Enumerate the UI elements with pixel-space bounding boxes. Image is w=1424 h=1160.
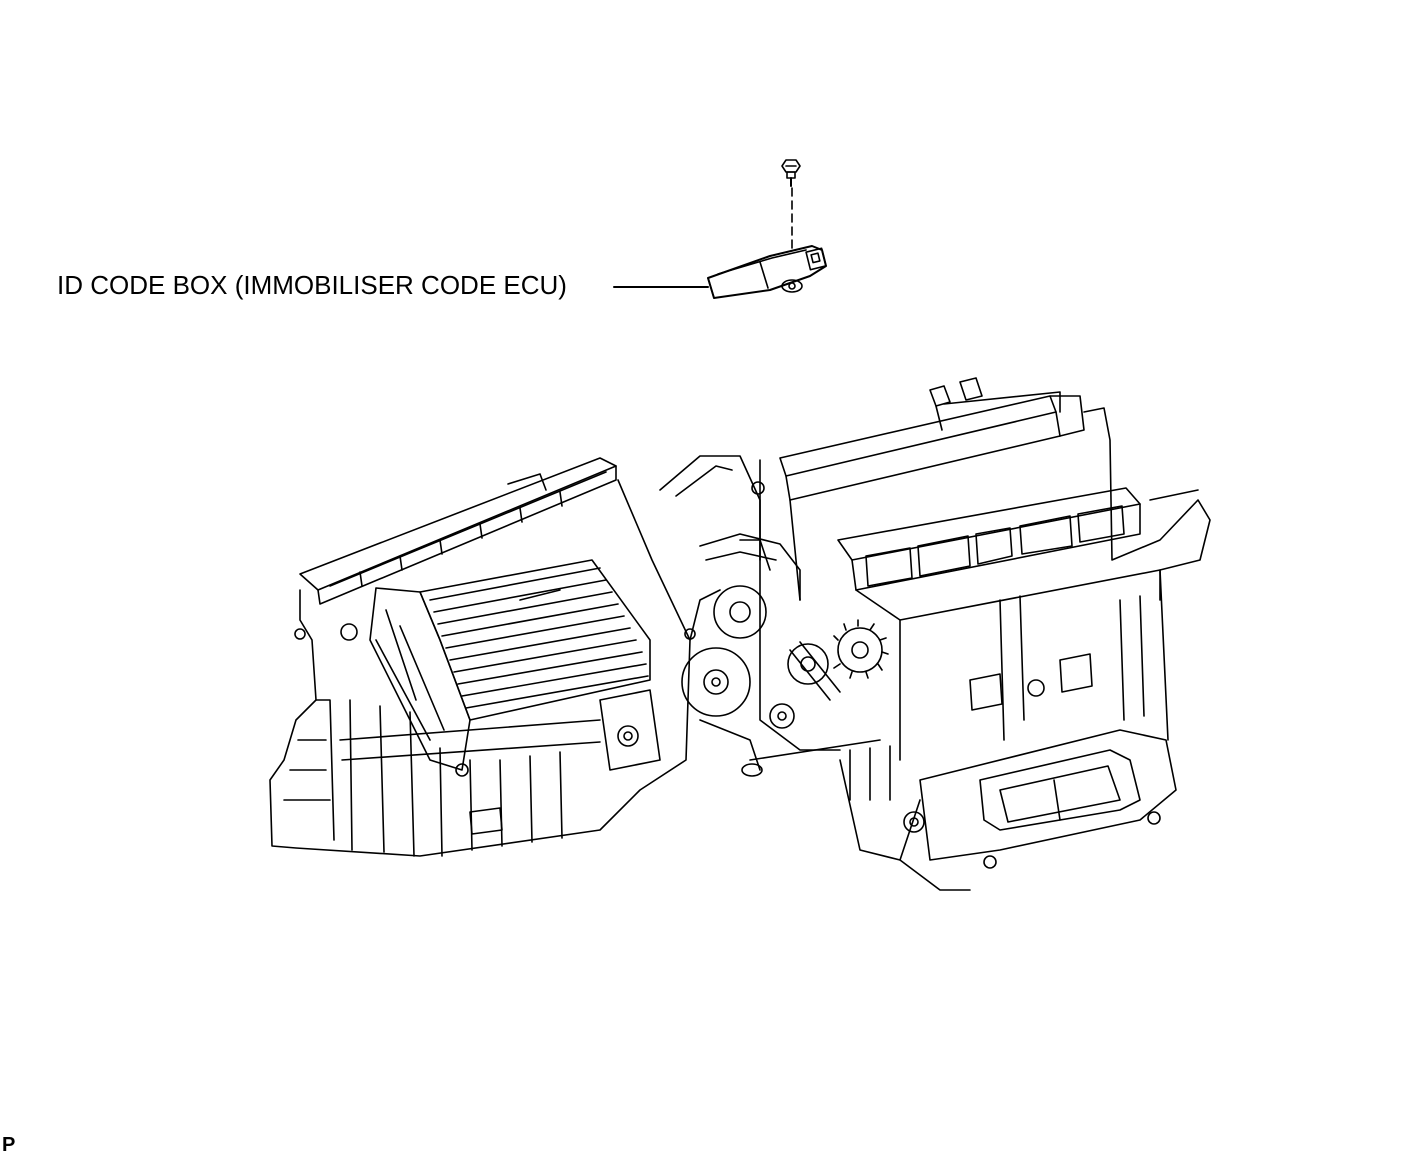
bolt	[781, 159, 801, 187]
actuator-cluster	[659, 455, 889, 777]
id-code-box	[707, 245, 827, 299]
air-conditioning-unit	[269, 377, 1211, 891]
corner-mark: P	[2, 1134, 16, 1156]
heater-unit	[751, 377, 1211, 891]
id-code-box-label: ID CODE BOX (IMMOBILISER CODE ECU)	[57, 270, 567, 300]
blower-unit	[269, 457, 696, 857]
